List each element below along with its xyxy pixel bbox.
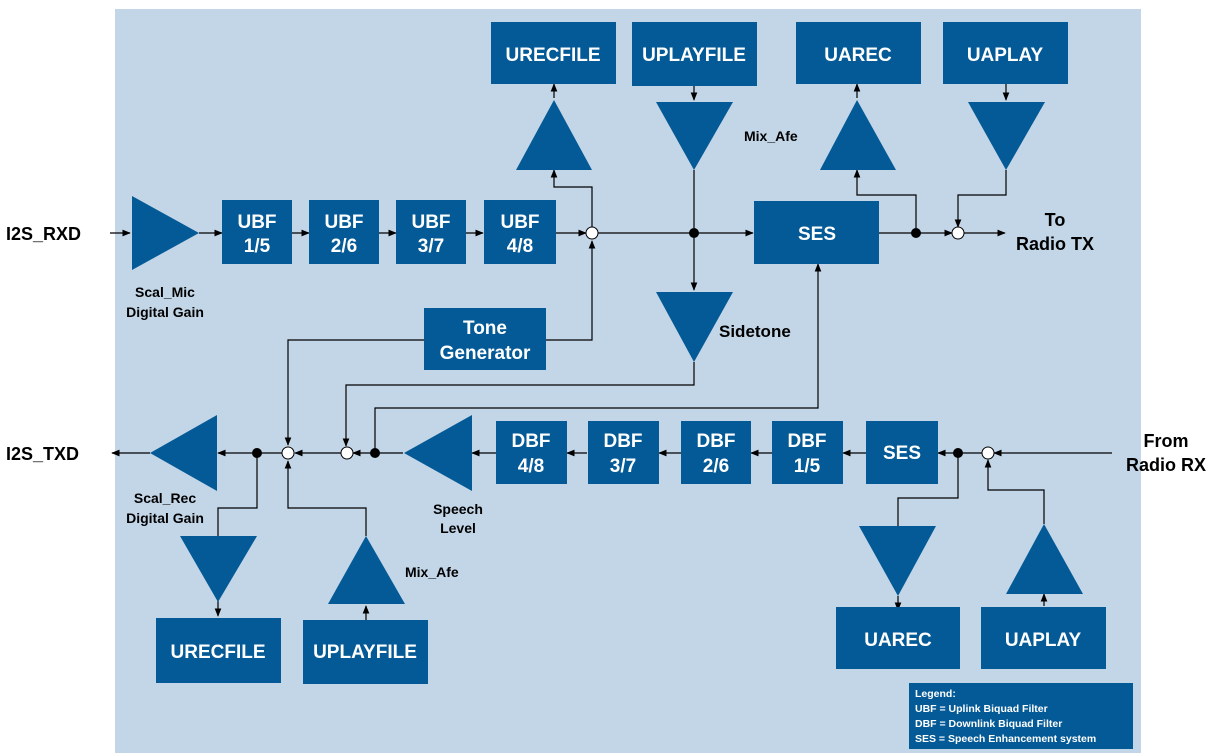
uarec-top-block bbox=[796, 22, 921, 84]
ubf-3-block bbox=[396, 200, 466, 264]
sum-node-uplink-1 bbox=[585, 226, 599, 240]
urecfile-bottom-label: URECFILE bbox=[171, 642, 266, 663]
ubf-1-sub: 1/5 bbox=[244, 236, 271, 257]
uaplay-bottom-amplifier-icon bbox=[1006, 524, 1083, 594]
tap-node-downlink-3 bbox=[252, 448, 262, 458]
dbf-3-sub: 3/7 bbox=[610, 456, 636, 477]
urecfile-top-amplifier-icon bbox=[516, 100, 592, 170]
ubf-4-label: UBF bbox=[500, 212, 539, 233]
ubf-4-block bbox=[484, 200, 556, 264]
scal-mic-label-2: Digital Gain bbox=[126, 304, 204, 320]
uaplay-top-label: UAPLAY bbox=[967, 45, 1044, 66]
tap-node-downlink-1 bbox=[953, 448, 963, 458]
dbf-2-block bbox=[681, 421, 751, 484]
urecfile-bottom-amplifier-icon bbox=[180, 536, 257, 602]
ses-uplink-label: SES bbox=[798, 224, 836, 245]
urecfile-bottom-block bbox=[156, 618, 281, 683]
tap-node-uplink-2 bbox=[911, 228, 921, 238]
sum-node-downlink-3 bbox=[281, 446, 295, 460]
sidetone-label: Sidetone bbox=[719, 322, 791, 341]
legend: Legend: UBF = Uplink Biquad Filter DBF =… bbox=[909, 683, 1133, 749]
uaplay-bottom-block bbox=[981, 607, 1106, 669]
dbf-4-block bbox=[496, 421, 567, 484]
uarec-bottom-block bbox=[836, 607, 960, 669]
legend-item-ses: SES = Speech Enhancement system bbox=[915, 733, 1096, 745]
tap-node-uplink-1 bbox=[689, 228, 699, 238]
to-radio-tx-label-2: Radio TX bbox=[1016, 234, 1094, 254]
mix-afe-top-label: Mix_Afe bbox=[744, 128, 798, 144]
dbf-1-label: DBF bbox=[787, 431, 826, 452]
legend-title: Legend: bbox=[915, 688, 956, 700]
dbf-2-label: DBF bbox=[696, 431, 735, 452]
uplink-wires bbox=[110, 83, 1010, 452]
junctions bbox=[252, 226, 995, 460]
uplayfile-top-amplifier-icon bbox=[656, 102, 733, 170]
ubf-2-sub: 2/6 bbox=[331, 236, 357, 257]
uarec-top-amplifier-icon bbox=[820, 100, 896, 170]
scal-rec-label-2: Digital Gain bbox=[126, 510, 204, 526]
ses-downlink-label: SES bbox=[883, 443, 921, 464]
uarec-bottom-label: UAREC bbox=[864, 630, 932, 651]
sum-node-uplink-2 bbox=[951, 226, 965, 240]
tone-generator-label-2: Generator bbox=[440, 343, 531, 364]
scal-rec-amplifier-icon bbox=[150, 415, 217, 491]
uplayfile-bottom-block bbox=[303, 620, 428, 684]
ses-downlink-block bbox=[866, 421, 938, 484]
speech-level-label-1: Speech bbox=[433, 501, 483, 517]
from-radio-rx-label-2: Radio RX bbox=[1126, 455, 1206, 475]
to-radio-tx-label-1: To bbox=[1045, 210, 1066, 230]
background-panel bbox=[115, 9, 1141, 753]
dbf-3-label: DBF bbox=[603, 431, 642, 452]
dbf-4-label: DBF bbox=[511, 431, 550, 452]
sum-node-downlink-1 bbox=[981, 446, 995, 460]
speech-level-amplifier-icon bbox=[404, 415, 472, 491]
ubf-2-label: UBF bbox=[324, 212, 363, 233]
urecfile-top-label: URECFILE bbox=[506, 45, 601, 66]
uaplay-bottom-label: UAPLAY bbox=[1005, 630, 1082, 651]
i2s-rxd-label: I2S_RXD bbox=[6, 224, 81, 244]
uarec-bottom-amplifier-icon bbox=[859, 526, 936, 596]
scal-mic-amplifier-icon bbox=[132, 196, 199, 270]
ubf-2-block bbox=[309, 200, 379, 264]
uplayfile-top-label: UPLAYFILE bbox=[642, 45, 746, 66]
dbf-3-block bbox=[588, 421, 659, 484]
dbf-1-block bbox=[772, 421, 843, 484]
ses-uplink-block bbox=[754, 201, 879, 264]
ubf-4-sub: 4/8 bbox=[507, 236, 533, 257]
mix-afe-bottom-amplifier-icon bbox=[328, 536, 405, 604]
tone-generator-block bbox=[424, 308, 546, 370]
ubf-3-sub: 3/7 bbox=[418, 236, 444, 257]
uaplay-top-amplifier-icon bbox=[968, 102, 1045, 170]
urecfile-top-block bbox=[491, 22, 616, 84]
dbf-1-sub: 1/5 bbox=[794, 456, 821, 477]
ubf-3-label: UBF bbox=[411, 212, 450, 233]
legend-item-dbf: DBF = Downlink Biquad Filter bbox=[915, 718, 1062, 730]
dbf-2-sub: 2/6 bbox=[703, 456, 729, 477]
speech-level-label-2: Level bbox=[440, 520, 476, 536]
ubf-1-block bbox=[222, 200, 292, 264]
ubf-1-label: UBF bbox=[237, 212, 276, 233]
scal-mic-label-1: Scal_Mic bbox=[135, 284, 195, 300]
tap-node-downlink-2 bbox=[370, 448, 380, 458]
scal-rec-label-1: Scal_Rec bbox=[134, 490, 196, 506]
legend-box bbox=[909, 683, 1133, 749]
mix-afe-bottom-label: Mix_Afe bbox=[405, 564, 459, 580]
legend-item-ubf: UBF = Uplink Biquad Filter bbox=[915, 703, 1048, 715]
sidetone-amplifier-icon bbox=[656, 292, 733, 362]
uarec-top-label: UAREC bbox=[824, 45, 892, 66]
uplayfile-top-block bbox=[632, 22, 757, 86]
uplayfile-bottom-label: UPLAYFILE bbox=[313, 642, 417, 663]
from-radio-rx-label-1: From bbox=[1144, 431, 1189, 451]
sum-node-downlink-2 bbox=[340, 446, 354, 460]
i2s-txd-label: I2S_TXD bbox=[6, 444, 79, 464]
dbf-4-sub: 4/8 bbox=[518, 456, 544, 477]
uaplay-top-block bbox=[943, 22, 1068, 84]
tone-generator-label-1: Tone bbox=[463, 318, 507, 339]
